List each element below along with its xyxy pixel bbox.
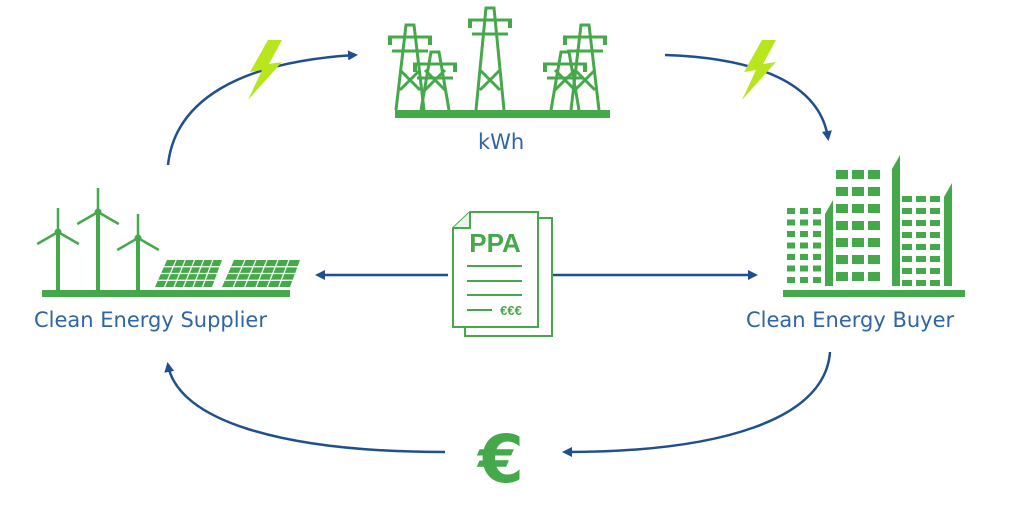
office-buildings-icon [787, 155, 952, 286]
contract-document-icon [452, 211, 553, 337]
grid-base [395, 110, 610, 118]
tower [563, 23, 607, 111]
arrow-euro-to-supplier [164, 362, 446, 454]
wind-turbines-icon [36, 188, 160, 294]
contract-title: PPA [469, 228, 521, 258]
supplier-base [42, 290, 290, 297]
buyer-base [783, 290, 965, 297]
wind-turbine [76, 188, 120, 294]
solar-panels-icon [155, 259, 300, 288]
building [787, 200, 833, 286]
contract-currency: €€€ [500, 303, 522, 318]
wind-turbine [116, 214, 160, 294]
buyer-label: Clean Energy Buyer [746, 308, 955, 332]
building [836, 155, 900, 286]
tower [543, 50, 587, 111]
grid-label: kWh [478, 130, 525, 154]
tower [468, 6, 512, 111]
tower [413, 50, 457, 111]
solar-panel [155, 259, 222, 288]
supplier-label: Clean Energy Supplier [34, 308, 267, 332]
euro-icon: € [476, 421, 524, 498]
lightning-icon [742, 40, 776, 100]
solar-panel [222, 259, 300, 288]
lightning-icon [248, 40, 282, 100]
arrow-buyer-to-euro [562, 351, 832, 457]
arrow-grid-to-buyer [664, 53, 832, 141]
wind-turbine [36, 208, 80, 294]
building [902, 183, 952, 286]
transmission-towers-icon [388, 6, 607, 111]
tower [388, 23, 432, 111]
arrow-supplier-to-grid [166, 50, 358, 166]
